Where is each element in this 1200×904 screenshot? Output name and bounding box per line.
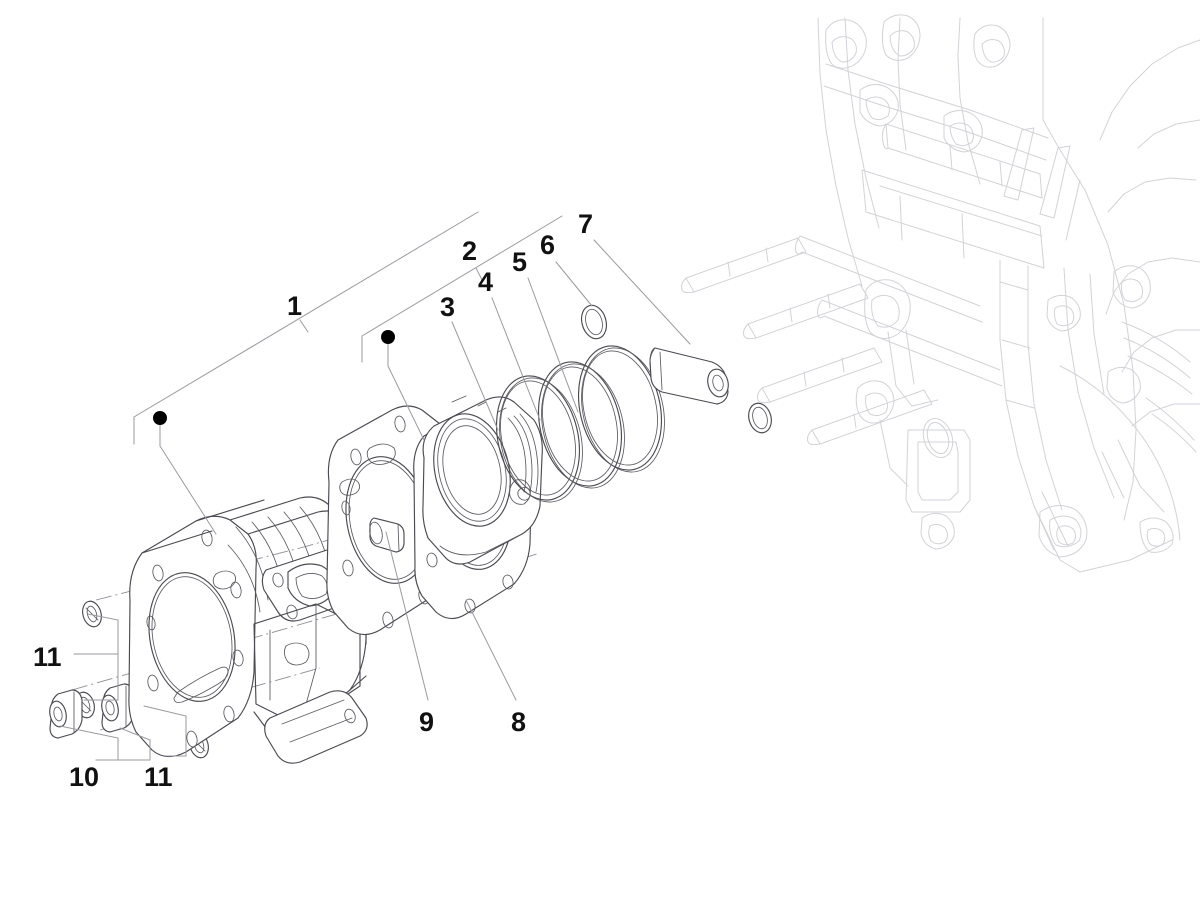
callout-label-2[interactable]: 2 xyxy=(462,236,478,266)
leader-dot-2 xyxy=(381,330,395,344)
leader-dot-1 xyxy=(153,411,167,425)
part-cylinder-block xyxy=(128,496,370,764)
callout-label-8[interactable]: 8 xyxy=(511,707,527,737)
part-circlip-secondary xyxy=(748,402,772,434)
part-piston xyxy=(422,395,543,565)
callout-label-11-upper[interactable]: 11 xyxy=(33,642,62,672)
callout-label-11-lower[interactable]: 11 xyxy=(144,762,173,792)
callout-label-4[interactable]: 4 xyxy=(478,267,494,297)
callout-label-6[interactable]: 6 xyxy=(540,230,556,260)
callout-label-3[interactable]: 3 xyxy=(440,292,456,322)
callout-label-10[interactable]: 10 xyxy=(69,762,100,792)
part-circlip xyxy=(580,304,608,340)
part-dowel-bushings xyxy=(49,683,135,739)
background-engine-case xyxy=(681,14,1200,573)
callout-label-9[interactable]: 9 xyxy=(419,707,435,737)
callout-label-5[interactable]: 5 xyxy=(512,247,528,277)
callout-label-7[interactable]: 7 xyxy=(578,209,594,239)
part-wrist-pin xyxy=(649,347,729,405)
leader-lines xyxy=(59,211,691,761)
callout-label-1[interactable]: 1 xyxy=(287,291,303,321)
